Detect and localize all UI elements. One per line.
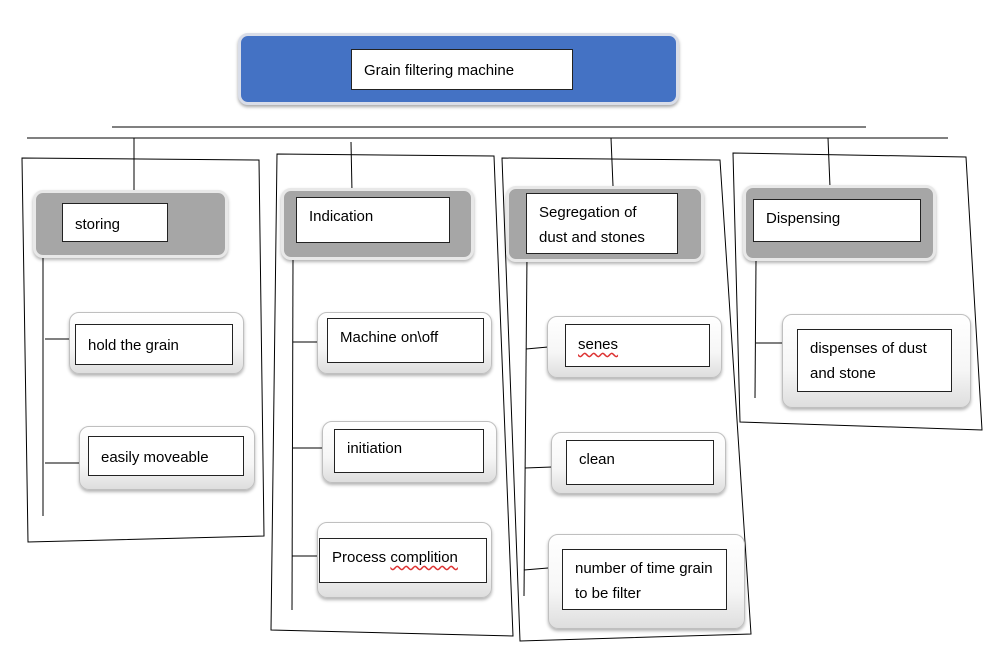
heading-label-segregation: Segregation of dust and stones [526,193,678,254]
item-label-number-of-time: number of time grain to be filter [562,549,727,610]
item-label-dispenses: dispenses of dust and stone [797,329,952,392]
item-label-easily-moveable: easily moveable [88,436,244,476]
drop-line-segregation [610,137,614,187]
item-label-machine-on-off: Machine on\off [327,318,484,363]
item-label-initiation: initiation [334,429,484,473]
item-text-senes: senes [578,336,619,353]
item-text-complition-misspelled: complition [390,549,458,566]
heading-label-indication: Indication [296,197,450,243]
drop-line-indication [350,141,353,193]
column-frame-dispensing [732,152,983,431]
item-label-process-complition: Process complition [319,538,487,583]
heading-label-storing: storing [62,203,168,242]
item-label-hold-the-grain: hold the grain [75,324,233,365]
drop-line-dispensing [827,137,831,188]
column-frame-storing [21,157,265,543]
column-frame-segregation [501,157,752,642]
root-label: Grain filtering machine [351,49,573,90]
trunk-line-dispensing [754,259,757,399]
column-frame-indication [270,153,514,637]
trunk-line-segregation [523,254,528,597]
item-label-senes: senes [565,324,710,367]
item-text-process: Process [332,549,391,566]
trunk-line-indication [291,257,294,611]
item-label-clean: clean [566,440,714,485]
heading-label-dispensing: Dispensing [753,199,921,242]
